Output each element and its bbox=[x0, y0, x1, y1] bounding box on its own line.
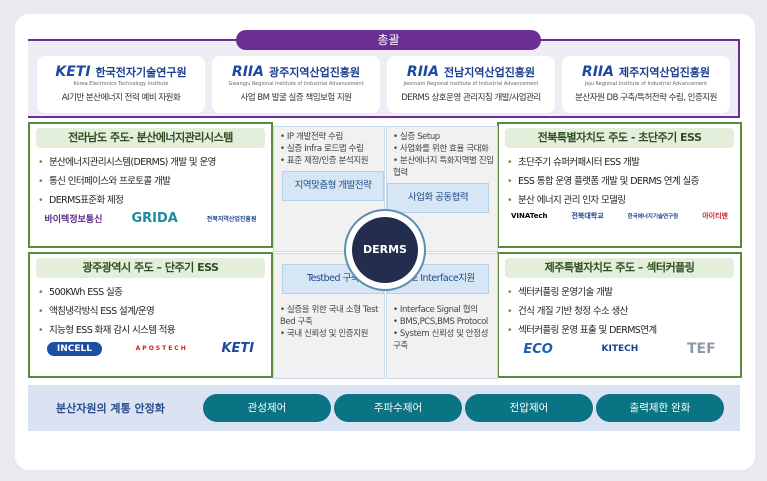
list-item: 실증 Infra 로드맵 수립 bbox=[280, 143, 384, 155]
list-item: 실증을 위한 국내 소형 Test Bed 구축 bbox=[280, 304, 384, 328]
stabilization-band: 분산자원의 계통 안정화 관성제어 주파수제어 전압제어 출력제한 완화 bbox=[28, 385, 740, 431]
logo-grida: GRIDA bbox=[131, 211, 178, 226]
list-item: 국내 신뢰성 및 인증지원 bbox=[280, 328, 384, 340]
list-item: 통신 인터페이스와 프로토콜 개발 bbox=[38, 173, 271, 192]
list-item: 섹터커플링 운영기술 개발 bbox=[507, 284, 740, 303]
org-subtitle: Jeonnam Regional Institute of Industrial… bbox=[403, 81, 539, 87]
logo-itman: 아이티맨 bbox=[702, 212, 728, 220]
panel-gwangju: 광주광역시 주도 – 단주기 ESS 500KWh ESS 실증액침냉각방식 E… bbox=[28, 252, 273, 378]
list-item: 사업화를 위한 효율 극대화 bbox=[393, 143, 497, 155]
logo-kitech: KITECH bbox=[601, 344, 639, 354]
org-description: 분산자원 DB 구축/특허전략 수립, 인증지원 bbox=[575, 93, 717, 103]
panel-jeonbuk: 전북특별자치도 주도 - 초단주기 ESS 초단주기 슈퍼커패시터 ESS 개발… bbox=[497, 122, 742, 248]
org-subtitle: Jeju Regional Institute of Industrial Ad… bbox=[584, 81, 708, 87]
list-item: 500KWh ESS 실증 bbox=[38, 284, 271, 303]
list-item: 액침냉각방식 ESS 설계/운영 bbox=[38, 303, 271, 322]
strategy-quadrant: 실증 Setup사업화를 위한 효율 극대화분산에너지 특화지역별 진입 협력사… bbox=[386, 126, 498, 252]
org-card: RIIA 전남지역산업진흥원 Jeonnam Regional Institute… bbox=[387, 56, 555, 113]
list-item: 섹터커플링 운영 표출 및 DERMS연계 bbox=[507, 322, 740, 341]
list-item: Interface Signal 협의 bbox=[393, 304, 497, 316]
logo-apostech: APOSTECH bbox=[135, 345, 188, 352]
org-description: 사업 BM 발굴 실증 책임보험 지원 bbox=[240, 93, 352, 103]
list-item: DERMS표준화 제정 bbox=[38, 192, 271, 211]
org-card: RIIA 광주지역산업진흥원 Gwangju Regional Institute… bbox=[212, 56, 380, 113]
org-name: 한국전자기술연구원 bbox=[95, 66, 187, 79]
org-card: RIIA 제주지역산업진흥원 Jeju Regional Institute of… bbox=[562, 56, 730, 113]
logo-bitek: 바이텍정보통신 bbox=[44, 215, 103, 225]
list-item: System 신뢰성 및 안정성 구축 bbox=[393, 328, 497, 352]
quad-label: 지역맞춤형 개발전략 bbox=[282, 171, 384, 201]
logo-kier: 한국에너지기술연구원 bbox=[627, 214, 679, 220]
org-name: 제주지역산업진흥원 bbox=[618, 66, 711, 79]
logo-eco: ECO bbox=[523, 341, 553, 357]
logo-riia: 전북지역산업진흥원 bbox=[206, 216, 257, 223]
overview-tab: 총괄 bbox=[236, 30, 541, 50]
panel-title: 제주특별자치도 주도 – 섹터커플링 bbox=[505, 258, 734, 278]
org-logo-mark: KETI bbox=[55, 64, 91, 80]
voltage-control-button[interactable]: 전압제어 bbox=[465, 394, 593, 422]
inertia-control-button[interactable]: 관성제어 bbox=[203, 394, 331, 422]
panel-title: 전라남도 주도- 분산에너지관리시스템 bbox=[36, 128, 265, 148]
frequency-control-button[interactable]: 주파수제어 bbox=[334, 394, 462, 422]
org-logo-mark: RIIA bbox=[581, 64, 614, 80]
org-subtitle: Korea Electronics Technology Institute bbox=[73, 81, 169, 87]
list-item: ESS 통합 운영 플랫폼 개발 및 DERMS 연계 실증 bbox=[507, 173, 740, 192]
panel-title: 광주광역시 주도 – 단주기 ESS bbox=[36, 258, 265, 278]
org-subtitle: Gwangju Regional Institute of Industrial… bbox=[228, 81, 364, 87]
org-logo-mark: RIIA bbox=[406, 64, 439, 80]
derms-core: DERMS bbox=[352, 217, 418, 283]
panel-title: 전북특별자치도 주도 - 초단주기 ESS bbox=[505, 128, 734, 148]
panel-jeonnam: 전라남도 주도- 분산에너지관리시스템 분산에너지관리시스템(DERMS) 개발… bbox=[28, 122, 273, 248]
logo-keti: KETI bbox=[221, 341, 255, 356]
list-item: BMS,PCS,BMS Protocol bbox=[393, 316, 497, 328]
logo-jbnu: 전북대학교 bbox=[571, 212, 604, 220]
org-card: KETI 한국전자기술연구원 Korea Electronics Technolo… bbox=[37, 56, 205, 113]
logo-tef: TEF bbox=[686, 341, 716, 357]
list-item: IP 개발전략 수립 bbox=[280, 131, 384, 143]
org-name: 전남지역산업진흥원 bbox=[443, 66, 536, 79]
logo-vinatech: VINATech bbox=[510, 212, 548, 220]
list-item: 분산에너지 특화지역별 진입 협력 bbox=[393, 155, 497, 179]
org-logo-mark: RIIA bbox=[231, 64, 264, 80]
list-item: 표준 제정/인증 분석지원 bbox=[280, 155, 384, 167]
logo-incell: INCELL bbox=[46, 341, 102, 356]
output-limit-relief-button[interactable]: 출력제한 완화 bbox=[596, 394, 724, 422]
list-item: 건식 개질 기반 청정 수소 생산 bbox=[507, 303, 740, 322]
list-item: 실증 Setup bbox=[393, 131, 497, 143]
org-description: AI기반 분산에너지 전력 예비 자원화 bbox=[61, 93, 181, 103]
quad-label: 사업화 공동협력 bbox=[387, 183, 489, 213]
panel-jeju: 제주특별자치도 주도 – 섹터커플링 섹터커플링 운영기술 개발건식 개질 기반… bbox=[497, 252, 742, 378]
list-item: 분산에너지관리시스템(DERMS) 개발 및 운영 bbox=[38, 154, 271, 173]
list-item: 분산 에너지 관리 인자 모델링 bbox=[507, 192, 740, 211]
list-item: 초단주기 슈퍼커패시터 ESS 개발 bbox=[507, 154, 740, 173]
org-name: 광주지역산업진흥원 bbox=[268, 66, 361, 79]
list-item: 지능형 ESS 화재 감시 시스템 적용 bbox=[38, 322, 271, 341]
stabilization-label: 분산자원의 계통 안정화 bbox=[56, 402, 165, 415]
org-description: DERMS 상호운영 관리지침 개발/사업관리 bbox=[401, 93, 541, 103]
